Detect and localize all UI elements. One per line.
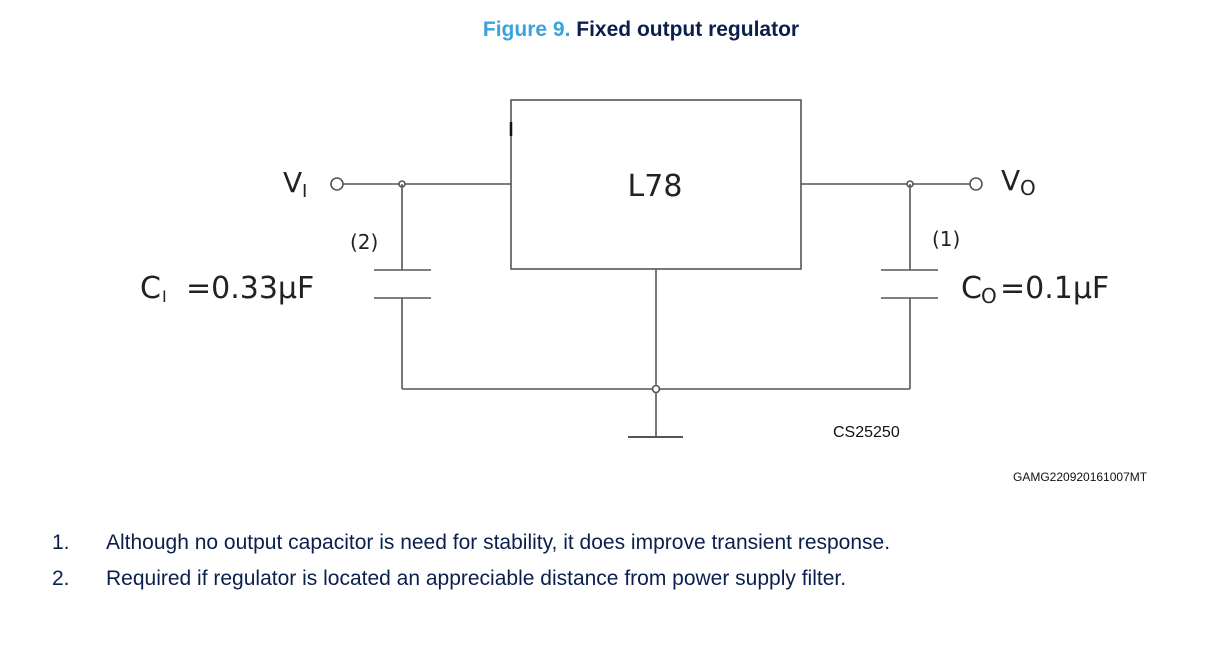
document-code: GAMG220920161007MT bbox=[1013, 470, 1148, 484]
ground-junction bbox=[651, 384, 661, 394]
input-terminal bbox=[330, 177, 344, 191]
output-label: V bbox=[1001, 164, 1020, 197]
cin-label: C bbox=[140, 271, 161, 306]
input-label: V bbox=[283, 166, 302, 199]
regulator-label: L78 bbox=[628, 169, 683, 204]
figure-title: Figure 9. Fixed output regulator bbox=[0, 18, 1222, 42]
cout-note: (1) bbox=[932, 227, 960, 251]
note-item: 1. Although no output capacitor is need … bbox=[52, 525, 890, 561]
note-number: 1. bbox=[52, 531, 70, 554]
note-item: 2. Required if regulator is located an a… bbox=[52, 561, 890, 597]
note-number: 2. bbox=[52, 567, 70, 590]
output-label-sub: O bbox=[1020, 176, 1036, 200]
cout-label-sub: O bbox=[981, 284, 997, 308]
cout-label: C bbox=[961, 271, 982, 306]
input-label-sub: I bbox=[302, 181, 307, 202]
notes-list: 1. Although no output capacitor is need … bbox=[52, 525, 890, 597]
cin-label-sub: I bbox=[162, 287, 167, 306]
output-terminal bbox=[969, 177, 983, 191]
note-text: Required if regulator is located an appr… bbox=[106, 567, 847, 590]
cin-value: =0.33µF bbox=[186, 271, 314, 306]
note-text: Although no output capacitor is need for… bbox=[106, 531, 891, 554]
cin-note: (2) bbox=[350, 230, 378, 254]
cout-value: =0.1µF bbox=[1000, 271, 1109, 306]
drawing-code: CS25250 bbox=[833, 424, 900, 441]
figure-number: Figure 9. bbox=[482, 18, 571, 41]
figure-caption: Fixed output regulator bbox=[576, 18, 800, 41]
